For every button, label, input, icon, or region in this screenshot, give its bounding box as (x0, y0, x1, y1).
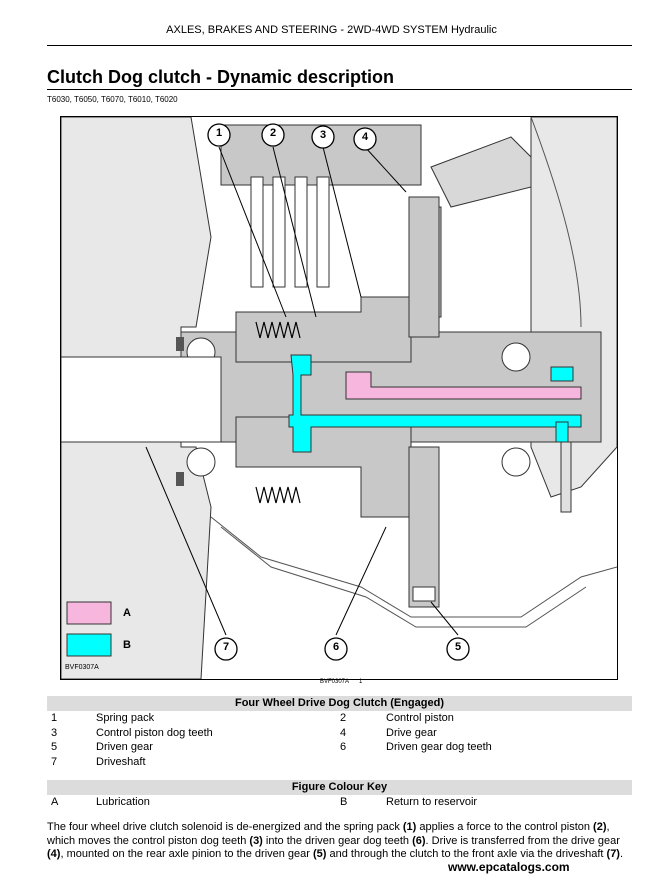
parts-table: Four Wheel Drive Dog Clutch (Engaged) 1 … (47, 696, 632, 769)
legend-swatch-a (66, 601, 112, 625)
cell: 2 (340, 712, 347, 724)
colour-key-table: Figure Colour Key A Lubrication B Return… (47, 780, 632, 810)
callout-5: 5 (454, 641, 462, 653)
cell: Drive gear (386, 726, 437, 739)
header-rule (47, 45, 632, 46)
callout-4: 4 (361, 131, 369, 143)
callout-3: 3 (319, 129, 327, 141)
cell: 1 (51, 712, 58, 724)
figure-caption: BVF0307A 1 (320, 679, 362, 685)
legend-label-b: B (123, 639, 131, 651)
cell: Return to reservoir (386, 796, 478, 808)
cell: 6 (340, 741, 347, 753)
cell: Control piston dog teeth (96, 726, 213, 739)
caption-code: BVF0307A (320, 679, 350, 685)
cell: Control piston (386, 712, 454, 724)
callout-1: 1 (215, 127, 223, 139)
description-paragraph: The four wheel drive clutch solenoid is … (47, 821, 624, 860)
table-row: 7 Driveshaft (47, 755, 632, 770)
cell: Driven gear dog teeth (386, 741, 492, 753)
page-title: Clutch Dog clutch - Dynamic description (47, 67, 395, 87)
page-header: AXLES, BRAKES AND STEERING - 2WD-4WD SYS… (166, 24, 497, 36)
clutch-cross-section (61, 117, 617, 679)
callout-7: 7 (222, 641, 230, 653)
watermark: www.epcatalogs.com (448, 860, 570, 874)
cell: Driveshaft (96, 755, 146, 768)
parts-table-title: Four Wheel Drive Dog Clutch (Engaged) (47, 696, 632, 711)
legend-swatch-b (66, 633, 112, 657)
cell: 7 (51, 755, 58, 768)
clutch-diagram: 1 2 3 4 5 6 7 A B BVF0307A (60, 116, 618, 680)
cell: Spring pack (96, 712, 155, 724)
cell: 5 (51, 741, 58, 753)
colour-key-title: Figure Colour Key (47, 780, 632, 795)
cell: 4 (340, 726, 347, 739)
callout-6: 6 (332, 641, 340, 653)
cell: 3 (51, 726, 58, 739)
model-list: T6030, T6050, T6070, T6010, T6020 (47, 95, 178, 104)
caption-number: 1 (359, 679, 363, 685)
table-row: 3 Control piston dog teeth 4 Drive gear (47, 726, 632, 741)
title-rule (47, 89, 632, 90)
cell: A (51, 796, 59, 808)
table-row: 1 Spring pack 2 Control piston (47, 711, 632, 726)
table-row: 5 Driven gear 6 Driven gear dog teeth (47, 740, 632, 755)
callout-2: 2 (269, 127, 277, 139)
cell: Driven gear (96, 741, 153, 753)
table-row: A Lubrication B Return to reservoir (47, 795, 632, 810)
cell: Lubrication (96, 796, 150, 808)
legend-label-a: A (123, 607, 131, 619)
figure-code: BVF0307A (65, 664, 99, 671)
cell: B (340, 796, 348, 808)
